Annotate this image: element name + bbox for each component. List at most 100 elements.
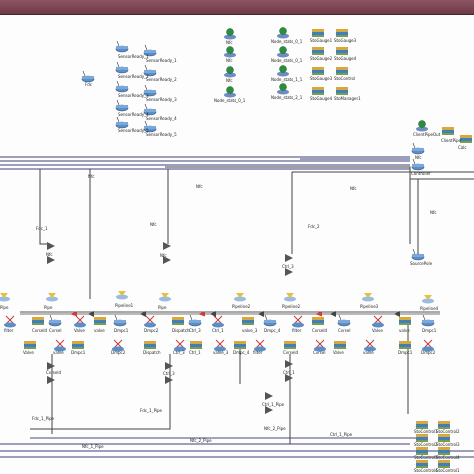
- router-icon[interactable]: [188, 314, 202, 327]
- router-icon[interactable]: [411, 142, 425, 155]
- valve-icon[interactable]: [163, 256, 171, 264]
- red-flow-arrow-icon[interactable]: [198, 311, 205, 317]
- storage-stack-icon[interactable]: [438, 447, 450, 455]
- pipe-node-icon[interactable]: [46, 293, 58, 302]
- storage-stack-icon[interactable]: [312, 67, 324, 75]
- pipe-node-icon[interactable]: [234, 293, 246, 302]
- storage-stack-icon[interactable]: [172, 317, 184, 325]
- flow-arrow-icon[interactable]: [210, 311, 216, 317]
- router-icon[interactable]: [113, 314, 127, 327]
- storage-stack-icon[interactable]: [416, 460, 428, 468]
- storage-stack-icon[interactable]: [438, 421, 450, 429]
- window-titlebar[interactable]: [0, 0, 474, 15]
- cross-device-icon[interactable]: [364, 339, 376, 352]
- globe-sensor-icon[interactable]: [224, 28, 236, 40]
- router-icon[interactable]: [143, 120, 157, 133]
- storage-stack-icon[interactable]: [438, 434, 450, 442]
- storage-stack-icon[interactable]: [94, 317, 106, 325]
- flow-arrow-icon[interactable]: [330, 311, 336, 317]
- pipe-node-icon[interactable]: [116, 291, 128, 300]
- pipe-node-icon[interactable]: [284, 293, 296, 302]
- red-flow-arrow-icon[interactable]: [70, 311, 77, 317]
- storage-stack-icon[interactable]: [312, 29, 324, 37]
- storage-stack-icon[interactable]: [312, 47, 324, 55]
- storage-stack-icon[interactable]: [416, 434, 428, 442]
- red-flow-arrow-icon[interactable]: [315, 311, 322, 317]
- router-icon[interactable]: [115, 80, 129, 93]
- router-icon[interactable]: [143, 44, 157, 57]
- router-icon[interactable]: [81, 70, 95, 83]
- pipe-node-icon[interactable]: [362, 293, 374, 302]
- storage-stack-icon[interactable]: [336, 29, 348, 37]
- valve-icon[interactable]: [265, 406, 273, 414]
- storage-stack-icon[interactable]: [442, 127, 454, 135]
- valve-icon[interactable]: [163, 242, 171, 250]
- router-icon[interactable]: [263, 314, 277, 327]
- flow-arrow-icon[interactable]: [140, 311, 146, 317]
- storage-stack-icon[interactable]: [284, 341, 296, 349]
- globe-sensor-icon[interactable]: [224, 46, 236, 58]
- storage-stack-icon[interactable]: [336, 67, 348, 75]
- valve-icon[interactable]: [47, 256, 55, 264]
- cross-device-icon[interactable]: [174, 339, 186, 352]
- storage-stack-icon[interactable]: [242, 317, 254, 325]
- globe-sensor-icon[interactable]: [224, 86, 236, 98]
- valve-icon[interactable]: [47, 376, 55, 384]
- globe-sensor-icon[interactable]: [277, 83, 289, 95]
- storage-stack-icon[interactable]: [24, 341, 36, 349]
- globe-sensor-icon[interactable]: [277, 65, 289, 77]
- cross-device-icon[interactable]: [4, 315, 16, 328]
- storage-stack-icon[interactable]: [399, 341, 411, 349]
- storage-stack-icon[interactable]: [336, 47, 348, 55]
- globe-sensor-icon[interactable]: [277, 46, 289, 58]
- flow-arrow-icon[interactable]: [394, 311, 400, 317]
- globe-sensor-icon[interactable]: [277, 27, 289, 39]
- storage-stack-icon[interactable]: [312, 317, 324, 325]
- pipe-node-icon[interactable]: [159, 293, 171, 302]
- flow-arrow-icon[interactable]: [258, 311, 264, 317]
- pipe-node-icon[interactable]: [0, 293, 10, 302]
- storage-stack-icon[interactable]: [438, 460, 450, 468]
- cross-device-icon[interactable]: [112, 339, 124, 352]
- router-icon[interactable]: [337, 314, 351, 327]
- router-icon[interactable]: [143, 84, 157, 97]
- storage-stack-icon[interactable]: [399, 317, 411, 325]
- cross-device-icon[interactable]: [74, 315, 86, 328]
- storage-stack-icon[interactable]: [416, 421, 428, 429]
- storage-stack-icon[interactable]: [460, 135, 472, 143]
- storage-stack-icon[interactable]: [32, 317, 44, 325]
- router-icon[interactable]: [143, 64, 157, 77]
- valve-icon[interactable]: [47, 242, 55, 250]
- cross-device-icon[interactable]: [422, 339, 434, 352]
- valve-icon[interactable]: [285, 374, 293, 382]
- valve-icon[interactable]: [285, 360, 293, 368]
- storage-stack-icon[interactable]: [334, 341, 346, 349]
- cross-device-icon[interactable]: [54, 339, 66, 352]
- storage-stack-icon[interactable]: [234, 341, 246, 349]
- router-icon[interactable]: [421, 314, 435, 327]
- cross-device-icon[interactable]: [214, 339, 226, 352]
- cross-device-icon[interactable]: [144, 315, 156, 328]
- router-icon[interactable]: [48, 314, 62, 327]
- storage-stack-icon[interactable]: [336, 87, 348, 95]
- router-icon[interactable]: [115, 40, 129, 53]
- storage-stack-icon[interactable]: [312, 87, 324, 95]
- router-icon[interactable]: [143, 103, 157, 116]
- valve-icon[interactable]: [165, 362, 173, 370]
- pipe-node-icon[interactable]: [422, 295, 434, 304]
- valve-icon[interactable]: [265, 392, 273, 400]
- storage-stack-icon[interactable]: [144, 341, 156, 349]
- router-icon[interactable]: [115, 116, 129, 129]
- valve-icon[interactable]: [285, 254, 293, 262]
- storage-stack-icon[interactable]: [416, 447, 428, 455]
- valve-icon[interactable]: [47, 362, 55, 370]
- router-icon[interactable]: [115, 61, 129, 74]
- cross-device-icon[interactable]: [372, 315, 384, 328]
- cross-device-icon[interactable]: [212, 315, 224, 328]
- router-icon[interactable]: [115, 99, 129, 112]
- router-icon[interactable]: [411, 248, 425, 261]
- globe-sensor-icon[interactable]: [416, 120, 428, 132]
- cross-device-icon[interactable]: [254, 339, 266, 352]
- storage-stack-icon[interactable]: [72, 341, 84, 349]
